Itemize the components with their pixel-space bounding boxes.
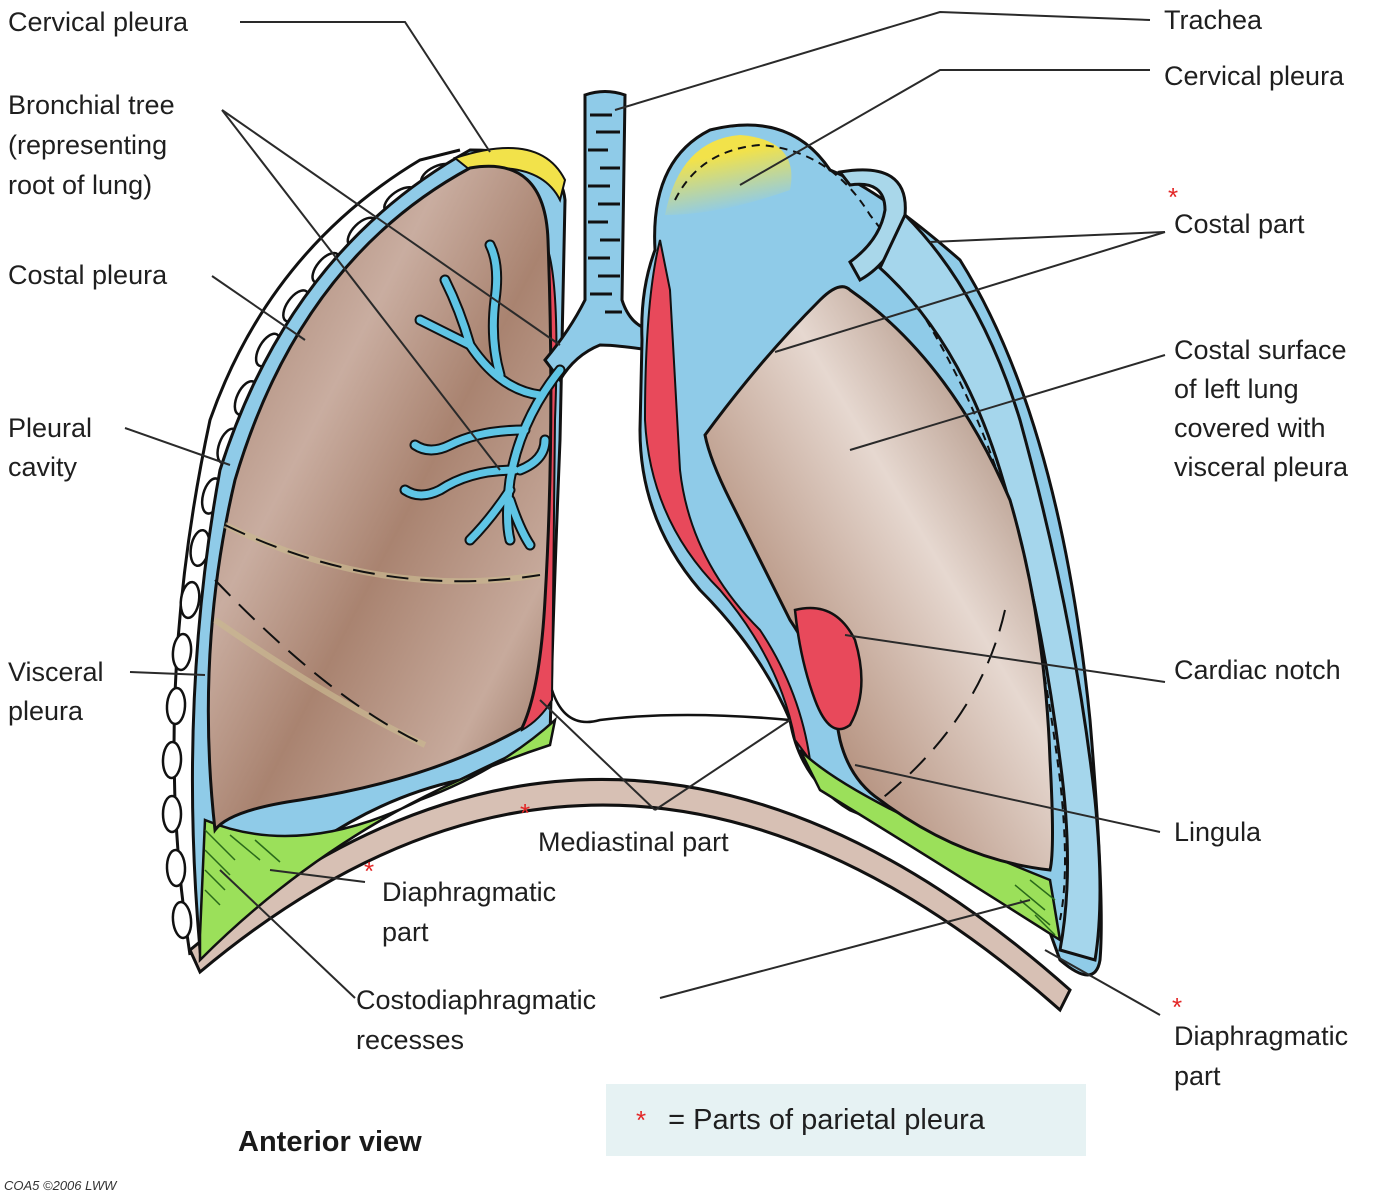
- diaphragm-band: [188, 778, 1072, 1013]
- cardiac-notch: [793, 606, 863, 731]
- legend-text: = Parts of parietal pleura: [668, 1103, 985, 1136]
- left-diaphragmatic-green: [798, 749, 1062, 943]
- left-mediastinal-red: [643, 239, 811, 761]
- label-costal-surface-4: visceral pleura: [1174, 452, 1349, 482]
- left-cervical-pleura-yellow: [665, 135, 792, 215]
- label-lingula: Lingula: [1174, 817, 1262, 847]
- leader-lines: [124, 10, 1166, 1016]
- star-diaphragmatic-left: *: [364, 856, 375, 886]
- costal-part-strip: [878, 212, 1102, 962]
- label-pleural-cavity-1: Pleural: [8, 413, 93, 443]
- left-recess-hatch: [1014, 879, 1056, 936]
- star-mediastinal: *: [520, 798, 531, 828]
- label-bronchial-tree-1: Bronchial tree: [8, 90, 175, 120]
- label-diaphragmatic-part-left-2: part: [382, 917, 429, 947]
- view-title: Anterior view: [238, 1126, 422, 1158]
- label-bronchial-tree-3: root of lung): [8, 170, 153, 200]
- copyright: COA5 ©2006 LWW: [4, 1178, 117, 1193]
- label-pleural-cavity-2: cavity: [8, 452, 78, 482]
- label-diaphragmatic-part-right-1: Diaphragmatic: [1174, 1021, 1349, 1051]
- label-cervical-pleura-left: Cervical pleura: [8, 7, 189, 37]
- label-costal-surface-1: Costal surface: [1174, 335, 1347, 365]
- label-costal-surface-3: covered with: [1174, 413, 1326, 443]
- legend-star: *: [636, 1104, 647, 1135]
- label-cervical-pleura-right: Cervical pleura: [1164, 61, 1345, 91]
- star-diaphragmatic-right: *: [1172, 992, 1183, 1022]
- right-recess-hatch: [204, 829, 281, 906]
- trachea: [543, 90, 652, 383]
- label-costal-pleura: Costal pleura: [8, 260, 168, 290]
- right-diaphragmatic-green: [198, 716, 557, 964]
- label-costodiaphragmatic-2: recesses: [356, 1025, 465, 1055]
- label-costal-surface-2: of left lung: [1174, 374, 1299, 404]
- label-diaphragmatic-part-right-2: part: [1174, 1061, 1221, 1091]
- left-lung-tissue: [703, 285, 1054, 872]
- label-diaphragmatic-part-left-1: Diaphragmatic: [382, 877, 557, 907]
- label-visceral-pleura-2: pleura: [8, 696, 84, 726]
- legend-box: * = Parts of parietal pleura: [606, 1084, 1086, 1156]
- star-costal-part: *: [1168, 182, 1179, 212]
- label-trachea: Trachea: [1164, 5, 1263, 35]
- mediastinal-reflection: [550, 689, 797, 724]
- label-cardiac-notch: Cardiac notch: [1174, 655, 1341, 685]
- left-oblique-fissure: [879, 609, 1006, 801]
- label-costodiaphragmatic-1: Costodiaphragmatic: [356, 985, 597, 1015]
- label-costal-part: Costal part: [1174, 209, 1305, 239]
- trachea-rings: [588, 113, 622, 314]
- label-bronchial-tree-2: (representing: [8, 130, 168, 160]
- label-mediastinal-part: Mediastinal part: [538, 827, 729, 857]
- label-visceral-pleura-1: Visceral: [8, 657, 104, 687]
